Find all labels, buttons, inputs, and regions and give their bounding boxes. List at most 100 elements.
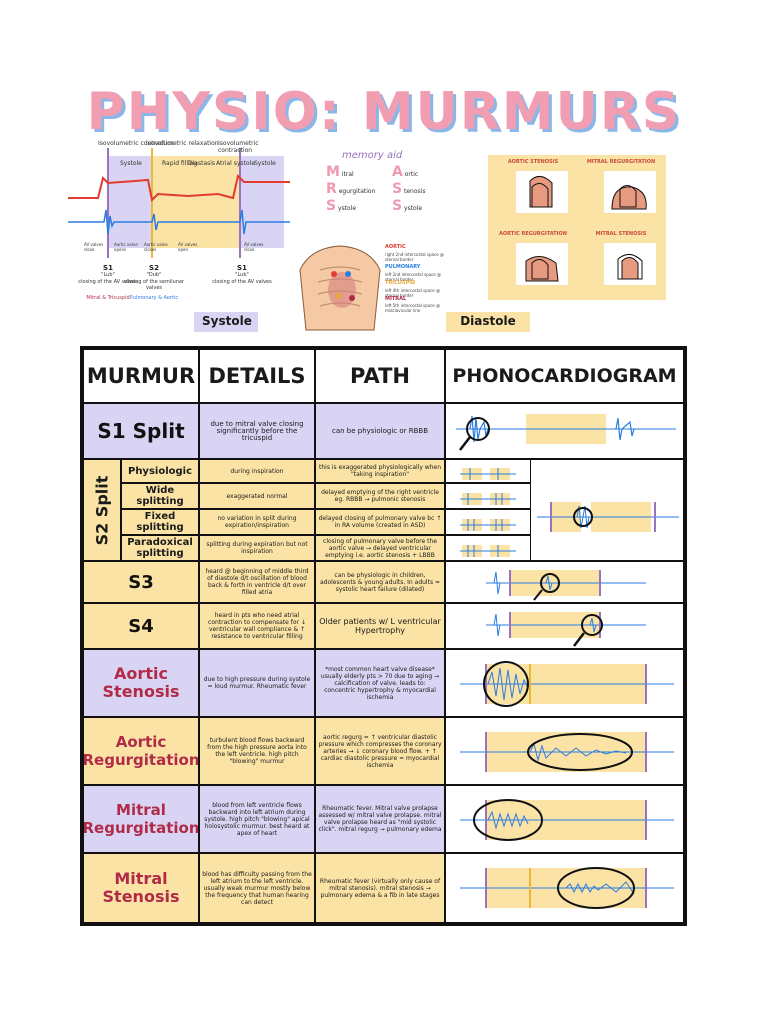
loop-mitral-stenosis: MITRAL STENOSIS bbox=[582, 231, 660, 293]
mini-phono-fixed bbox=[445, 509, 531, 535]
sound-s2-valves: Pulmonary & Aortic bbox=[129, 295, 179, 301]
row-s2-split-phono bbox=[531, 459, 684, 561]
sound-s1b-name: S1 bbox=[237, 264, 247, 272]
row-mitral-regurgitation-details: blood from left ventricle flows backward… bbox=[199, 785, 315, 853]
mem-letter-s3: S bbox=[392, 198, 403, 214]
row-aortic-stenosis-path: *most common heart valve disease* usuall… bbox=[315, 649, 445, 717]
row-s3-phono bbox=[445, 561, 684, 603]
row-fixed-path: delayed closing of pulmonary valve bc ↑ … bbox=[315, 509, 445, 535]
row-mitral-stenosis-name: Mitral Stenosis bbox=[83, 853, 199, 923]
row-paradoxical-path: closing of pulmonary valve before the ao… bbox=[315, 535, 445, 561]
segment-label-5: Systole bbox=[254, 160, 276, 167]
valve-mitral-loc: left 5th intercostal space @ midclavicul… bbox=[385, 303, 441, 313]
valve-pulmonary: PULMONARY bbox=[385, 264, 421, 270]
row-aortic-regurgitation-name: Aortic Regurgitation bbox=[83, 717, 199, 785]
row-paradoxical-name: Paradoxical splitting bbox=[121, 535, 199, 561]
header-path: PATH bbox=[315, 349, 445, 403]
mem-letter-a: A bbox=[392, 164, 403, 180]
valve-event-4: AV valves open bbox=[178, 242, 198, 252]
phase-label-3: Isovolumetric contraction bbox=[218, 140, 259, 154]
phase-label-2: Isovolumetric relaxation bbox=[146, 140, 219, 147]
mini-phono-wide bbox=[445, 483, 531, 509]
pv-loops-panel: AORTIC STENOSIS MITRAL REGURGITATION AOR… bbox=[488, 155, 666, 300]
sound-s2-desc: closing of the semilunar valves bbox=[123, 279, 185, 291]
mem-letter-s: S bbox=[326, 198, 337, 214]
row-aortic-regurgitation-phono bbox=[445, 717, 684, 785]
mem-word-tenosis: tenosis bbox=[404, 188, 426, 195]
loop-title: MITRAL STENOSIS bbox=[595, 231, 647, 237]
murmur-table: MURMUR DETAILS PATH PHONOCARDIOGRAM S1 S… bbox=[80, 346, 687, 926]
row-s4-path: Older patients w/ L ventricular Hypertro… bbox=[315, 603, 445, 649]
diastole-label: Diastole bbox=[446, 312, 530, 332]
mem-letter-r: R bbox=[326, 181, 337, 197]
segment-label-3: Diastasis bbox=[188, 160, 216, 167]
row-mitral-stenosis-details: blood has difficulty passing from the le… bbox=[199, 853, 315, 923]
row-s2-split-name: S2 Split bbox=[92, 475, 112, 545]
mem-word-ortic: ortic bbox=[404, 171, 419, 178]
row-aortic-regurgitation-details: turbulent blood flows backward from the … bbox=[199, 717, 315, 785]
row-s4-details: heard in pts who need atrial contraction… bbox=[199, 603, 315, 649]
row-mitral-regurgitation-phono bbox=[445, 785, 684, 853]
phase-label-1: Isovolumetric contraction bbox=[98, 140, 175, 147]
valve-event-1: AV valves close bbox=[84, 242, 104, 252]
torso-icon bbox=[299, 245, 381, 331]
row-fixed-name: Fixed splitting bbox=[121, 509, 199, 535]
loop-mitral-regurgitation: MITRAL REGURGITATION bbox=[582, 159, 660, 221]
loop-chart bbox=[604, 243, 656, 285]
row-s1-split-name: S1 Split bbox=[83, 403, 199, 459]
memory-aid: memory aid M itral R egurgitation S ysto… bbox=[320, 150, 438, 220]
mem-word-ystole-right: ystole bbox=[404, 205, 423, 212]
segment-label-2: Rapid filling bbox=[162, 160, 198, 167]
mini-phonogram bbox=[460, 545, 516, 557]
row-mitral-stenosis-phono bbox=[445, 853, 684, 923]
sound-s1b-desc: closing of the AV valves bbox=[212, 279, 272, 285]
header-phonocardiogram: PHONOCARDIOGRAM bbox=[445, 349, 684, 403]
header-details: DETAILS bbox=[199, 349, 315, 403]
valve-event-2: Aortic valve opens bbox=[114, 242, 138, 252]
sound-s1-desc: closing of the AV valves bbox=[78, 279, 138, 285]
sound-s1b-nick: "Lub" bbox=[235, 272, 249, 278]
row-physiologic-name: Physiologic bbox=[121, 459, 199, 483]
row-s4-name: S4 bbox=[83, 603, 199, 649]
valve-tricuspid: TRICUSPID bbox=[385, 280, 416, 286]
mini-phono-physiologic bbox=[445, 459, 531, 483]
row-fixed-details: no variation in split during expiration/… bbox=[199, 509, 315, 535]
mem-word-egurgitation: egurgitation bbox=[338, 188, 376, 195]
mem-letter-m: M bbox=[326, 164, 340, 180]
row-s3-path: can be physiologic in children, adolesce… bbox=[315, 561, 445, 603]
row-s3-name: S3 bbox=[83, 561, 199, 603]
valve-pulmonary-loc: left 2nd intercostal space @ sternal bor… bbox=[385, 272, 442, 282]
row-mitral-regurgitation-name: Mitral Regurgitation bbox=[83, 785, 199, 853]
segment-label-1: Systole bbox=[120, 160, 142, 167]
row-mitral-stenosis-path: Rheumatic fever (virtually only cause of… bbox=[315, 853, 445, 923]
row-s2-split-name-cell: S2 Split bbox=[83, 459, 121, 561]
valve-aortic-loc: right 2nd intercostal space @ sternal bo… bbox=[385, 252, 444, 262]
valve-event-5: AV valves close bbox=[244, 242, 264, 252]
sound-s1-name: S1 bbox=[103, 264, 113, 272]
phonogram-ms bbox=[460, 867, 674, 909]
sound-s2-nick: "Dub" bbox=[146, 272, 162, 278]
row-aortic-stenosis-phono bbox=[445, 649, 684, 717]
loop-chart bbox=[604, 171, 656, 213]
row-aortic-stenosis-name: Aortic Stenosis bbox=[83, 649, 199, 717]
row-s1-split-phono bbox=[445, 403, 684, 459]
row-physiologic-path: this is exaggerated physiologically when… bbox=[315, 459, 445, 483]
phonogram-s4 bbox=[486, 612, 646, 647]
valve-aortic: AORTIC bbox=[385, 244, 406, 250]
phonogram-as bbox=[460, 661, 674, 707]
loop-title: AORTIC STENOSIS bbox=[507, 159, 559, 165]
row-aortic-stenosis-details: due to high pressure during systole = lo… bbox=[199, 649, 315, 717]
mem-word-ystole-left: ystole bbox=[338, 205, 357, 212]
sound-s2-name: S2 bbox=[149, 264, 159, 272]
page-title: PHYSIO: MURMURS bbox=[86, 82, 682, 142]
memory-aid-title: memory aid bbox=[342, 150, 403, 161]
loop-title: MITRAL REGURGITATION bbox=[586, 159, 656, 165]
loop-chart bbox=[516, 171, 568, 213]
mini-phonogram bbox=[460, 493, 516, 505]
phonogram-mr bbox=[460, 799, 674, 841]
row-wide-name: Wide splitting bbox=[121, 483, 199, 509]
mini-phonogram bbox=[460, 468, 516, 480]
segment-label-4: Atrial systole bbox=[216, 160, 255, 167]
valve-event-3: Aortic valve closes bbox=[144, 242, 168, 252]
valve-mitral: MITRAL bbox=[385, 296, 407, 302]
